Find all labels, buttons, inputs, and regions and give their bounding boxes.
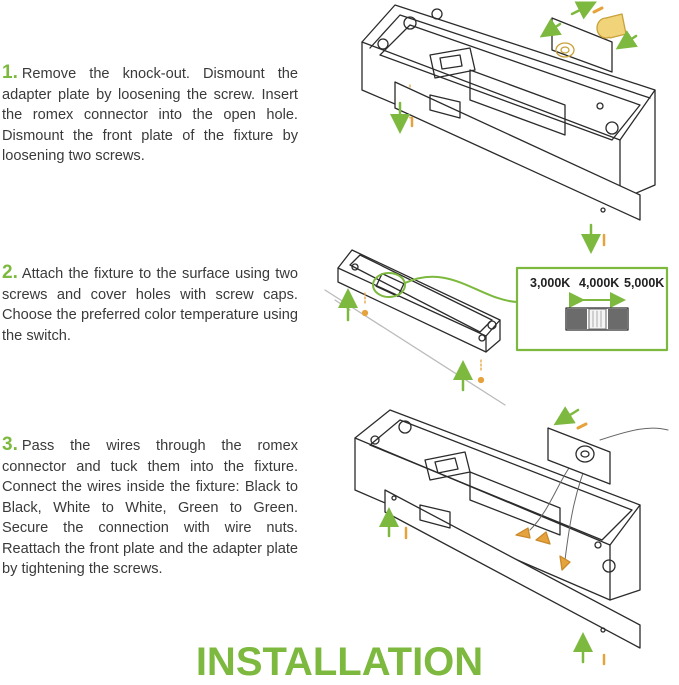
step-1-text: Remove the knock-out. Dismount the adapt… <box>2 66 298 164</box>
fixture-3-diagram <box>354 406 669 666</box>
step-2-number: 2. <box>2 262 18 283</box>
color-temperature-callout: 3,000K 4,000K 5,000K <box>515 266 669 352</box>
cct-switch[interactable] <box>565 307 629 331</box>
step-2-text: Attach the fixture to the surface using … <box>2 266 298 344</box>
cct-option-4000k: 4,000K <box>579 276 619 290</box>
fixture-1-diagram <box>361 1 656 254</box>
cct-option-3000k: 3,000K <box>530 276 570 290</box>
step-3: 3.Pass the wires through the romex conne… <box>2 434 298 580</box>
cct-option-5000k: 5,000K <box>624 276 664 290</box>
step-3-number: 3. <box>2 434 18 455</box>
step-1: 1.Remove the knock-out. Dismount the ada… <box>2 62 298 167</box>
page-title: INSTALLATION <box>195 640 484 684</box>
fixture-2-diagram <box>324 249 518 406</box>
step-1-number: 1. <box>2 62 18 83</box>
step-2: 2.Attach the fixture to the surface usin… <box>2 262 298 346</box>
step-3-text: Pass the wires through the romex connect… <box>2 438 298 577</box>
